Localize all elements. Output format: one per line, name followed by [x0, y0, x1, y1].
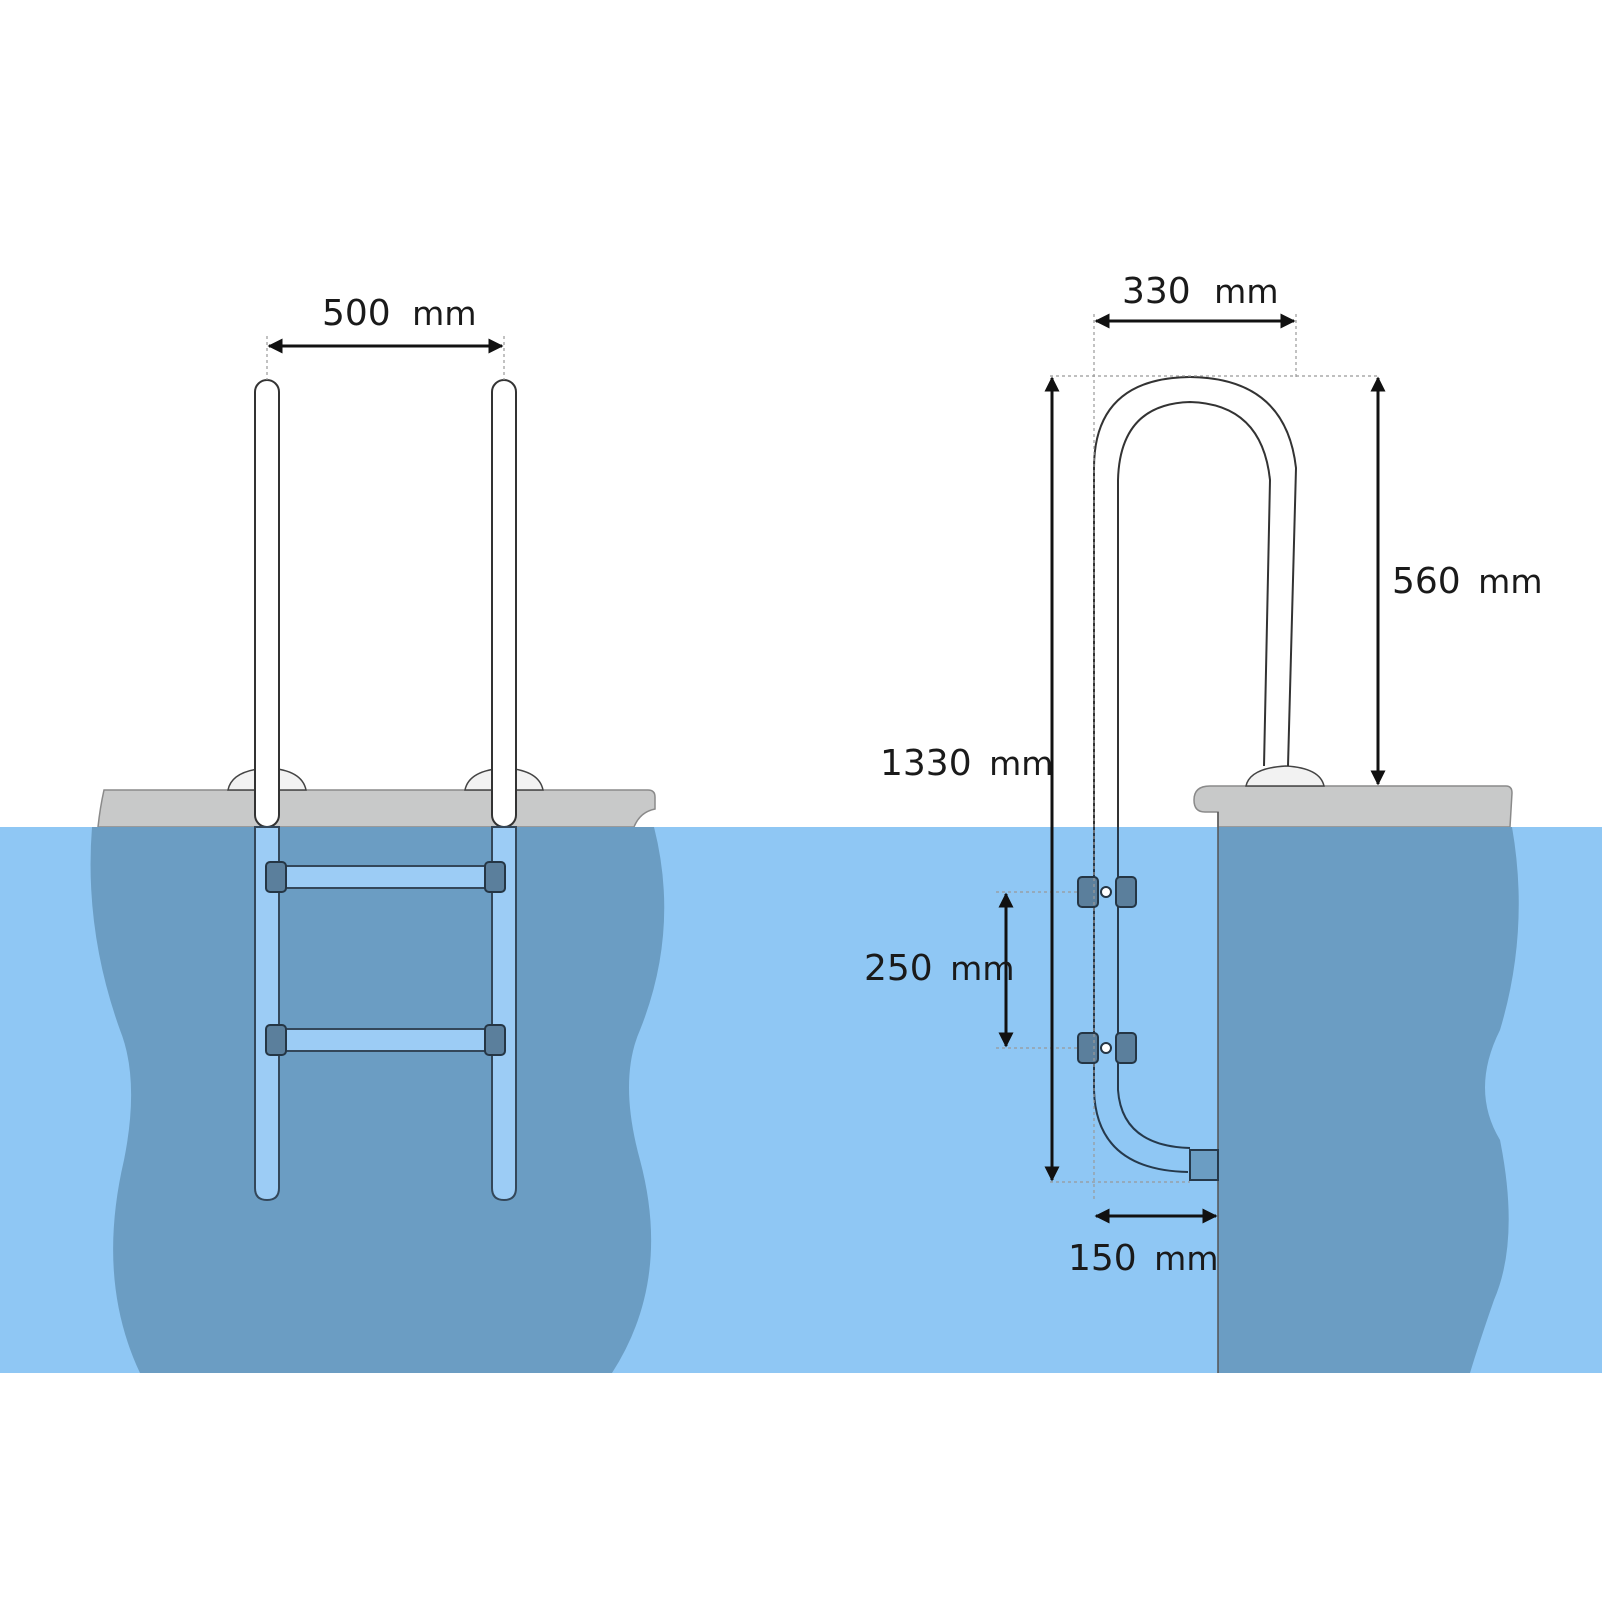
side-step-clamp-lower: [1077, 1032, 1137, 1064]
front-rail-left: [254, 379, 280, 828]
side-coping: [1193, 785, 1513, 828]
side-step-spacing-label: 250 mm: [864, 948, 1014, 989]
front-step-lower: [265, 1024, 506, 1056]
front-rail-right-submerged: [491, 826, 517, 1202]
side-handrail-submerged-outer: [1093, 827, 1189, 1173]
front-coping: [97, 789, 656, 828]
side-height-above-label: 560 mm: [1392, 561, 1542, 602]
side-total-height-label: 1330 mm: [880, 743, 1053, 784]
side-wall-offset-label: 150 mm: [1068, 1238, 1218, 1279]
side-step-clamp-upper: [1077, 876, 1137, 908]
side-view: 330 mm 560 mm 1330 mm 250 mm 150 mm: [864, 271, 1542, 1373]
side-handrail-submerged-inner: [1117, 827, 1191, 1149]
front-width-label: 500 mm: [322, 293, 476, 334]
front-rail-right: [491, 379, 517, 828]
side-wall-bracket: [1189, 1149, 1219, 1181]
front-step-upper: [265, 861, 506, 893]
front-pool-wall: [90, 827, 665, 1373]
side-depth-label: 330 mm: [1122, 271, 1278, 312]
front-view: 500 mm: [90, 293, 665, 1373]
side-handrail-inner: [1117, 400, 1272, 827]
front-rail-left-submerged: [254, 826, 280, 1202]
side-escutcheon: [1245, 765, 1325, 787]
side-pool-wall: [1218, 827, 1519, 1373]
side-handrail-outer: [1093, 375, 1298, 827]
